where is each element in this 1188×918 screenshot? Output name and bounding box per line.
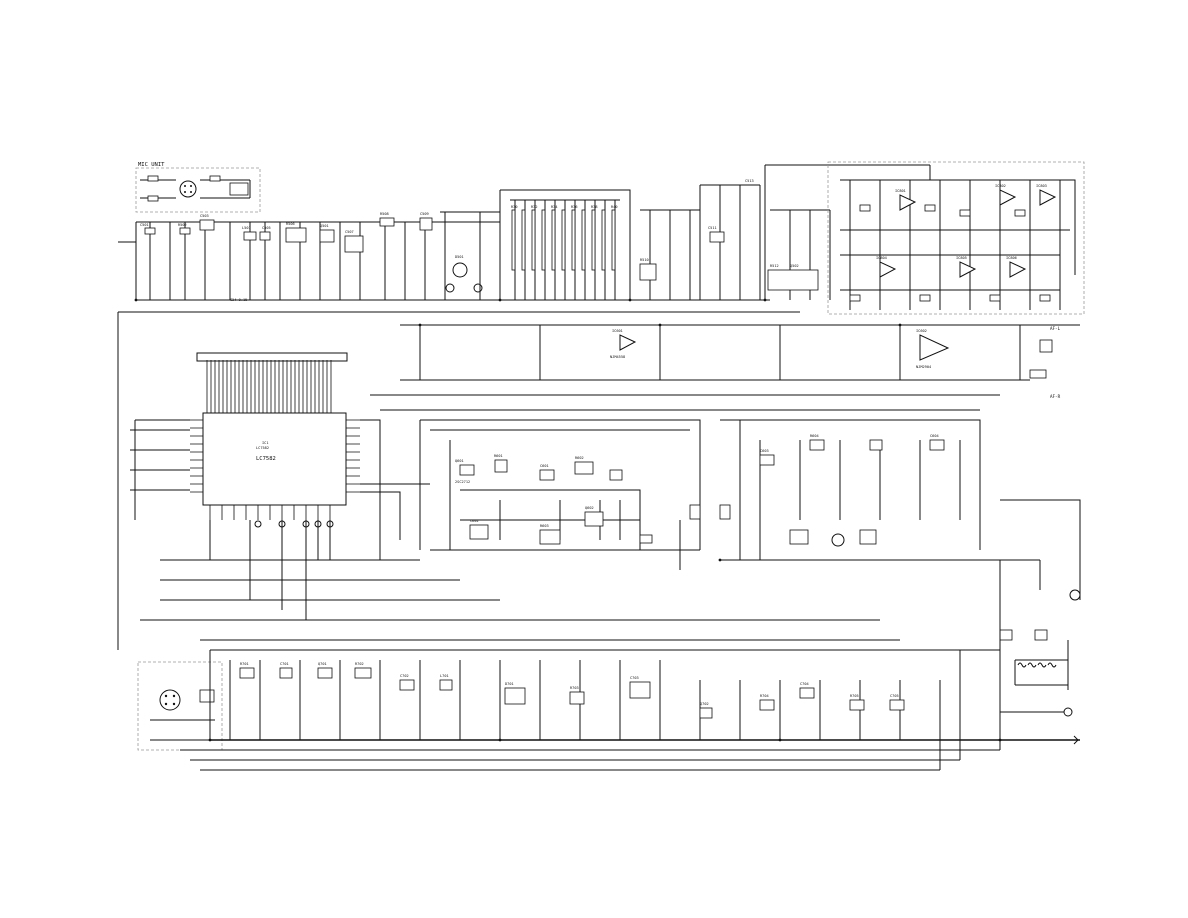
low-ref-12: C704 xyxy=(800,682,809,686)
top-ref-5: C505 xyxy=(262,226,271,230)
mid-val-1: 2SC2712 xyxy=(455,480,470,484)
mid-section: Q601 2SC2712 R601 C601 R602 IC601 NJM455… xyxy=(370,323,1081,601)
top-ref-9: R508 xyxy=(380,212,389,216)
mid-ref-8: Q602 xyxy=(585,506,594,510)
top-ref-8: C507 xyxy=(345,230,354,234)
filter-ic-3: IC803 xyxy=(1036,184,1047,188)
mid-ref-2: R601 xyxy=(494,454,503,458)
bus-ref-5: R38 xyxy=(591,205,598,209)
mid-val-5: NJM4558 xyxy=(610,355,625,359)
top-ref-14: R512 xyxy=(770,264,779,268)
top-ref-12: R510 xyxy=(640,258,649,262)
mid-ref-9: C603 xyxy=(760,449,769,453)
afl-callout: AF-L xyxy=(1050,326,1061,331)
bus-block: R30 R32 R34 R36 R38 R40 xyxy=(511,205,618,271)
top-ref-15: Q502 xyxy=(790,264,799,268)
low-ref-2: C701 xyxy=(280,662,289,666)
low-ref-9: C703 xyxy=(630,676,639,680)
coil-bank xyxy=(999,629,1080,741)
main-ic-ref: IC1 xyxy=(262,441,269,445)
bus-ref-6: R40 xyxy=(611,205,618,209)
filter-bank-block: IC801 IC802 IC803 IC804 IC805 IC806 xyxy=(827,161,1085,315)
low-ref-5: C702 xyxy=(400,674,409,678)
top-ref-6: R506 xyxy=(286,222,295,226)
filter-ic-1: IC801 xyxy=(895,189,906,193)
mid-ref-7: R603 xyxy=(540,524,549,528)
bus-ref-4: R36 xyxy=(571,205,578,209)
filter-ic-6: IC806 xyxy=(1006,256,1017,260)
mid-ref-11: IC602 xyxy=(916,329,927,333)
mid-val-11: NJM2904 xyxy=(916,365,931,369)
top-ref-16: C513 xyxy=(745,179,754,183)
mid-ref-6: C602 xyxy=(470,519,479,523)
top-ref-11: D501 xyxy=(455,255,464,259)
top-ref-13: C511 xyxy=(708,226,717,230)
top-ref-7: Q501 xyxy=(320,224,329,228)
connector-inset xyxy=(137,661,223,751)
bus-ref-2: R32 xyxy=(531,205,538,209)
mid-ref-1: Q601 xyxy=(455,459,464,463)
mid-ref-10: R604 xyxy=(810,434,819,438)
top-ref-4: L501 xyxy=(242,226,251,230)
main-ic: LC7582 IC1 LC7582 xyxy=(130,352,430,620)
filter-ic-2: IC802 xyxy=(995,184,1006,188)
low-ref-11: R704 xyxy=(760,694,769,698)
filter-ic-5: IC805 xyxy=(956,256,967,260)
mid-ref-5: IC601 xyxy=(612,329,623,333)
low-ref-1: R701 xyxy=(240,662,249,666)
afr-callout: AF-R xyxy=(1050,394,1061,399)
mic-unit-title: MIC UNIT xyxy=(138,162,165,168)
mid-ref-3: C601 xyxy=(540,464,549,468)
top-ref-10: C509 xyxy=(420,212,429,216)
bus-ref-3: R34 xyxy=(551,205,558,209)
top-ref-2: R502 xyxy=(178,223,187,227)
low-ref-4: R702 xyxy=(355,662,364,666)
mid-ref-4: R602 xyxy=(575,456,584,460)
low-ref-8: R703 xyxy=(570,686,579,690)
main-ic-body: LC7582 xyxy=(256,456,276,462)
lower-section: R701 C701 Q701 R702 C702 L701 D701 R703 … xyxy=(140,559,1080,771)
callouts: AF-L AF-R C24 0.15 xyxy=(230,298,1061,399)
dc-ref-callout: C24 0.15 xyxy=(230,298,247,302)
top-ref-3: C503 xyxy=(200,214,209,218)
top-ref-1: C501 xyxy=(140,223,149,227)
low-ref-13: R705 xyxy=(850,694,859,698)
main-ic-part: LC7582 xyxy=(256,446,269,450)
top-row-components: C501 R502 C503 L501 C505 R506 Q501 C507 … xyxy=(140,179,819,293)
low-ref-7: D701 xyxy=(505,682,514,686)
filter-ic-4: IC804 xyxy=(876,256,887,260)
low-ref-3: Q701 xyxy=(318,662,327,666)
low-ref-10: Q702 xyxy=(700,702,709,706)
low-ref-6: L701 xyxy=(440,674,449,678)
mid-ref-12: C604 xyxy=(930,434,939,438)
low-ref-14: C705 xyxy=(890,694,899,698)
bus-ref-1: R30 xyxy=(511,205,518,209)
mic-unit-inset: MIC UNIT xyxy=(135,162,261,213)
